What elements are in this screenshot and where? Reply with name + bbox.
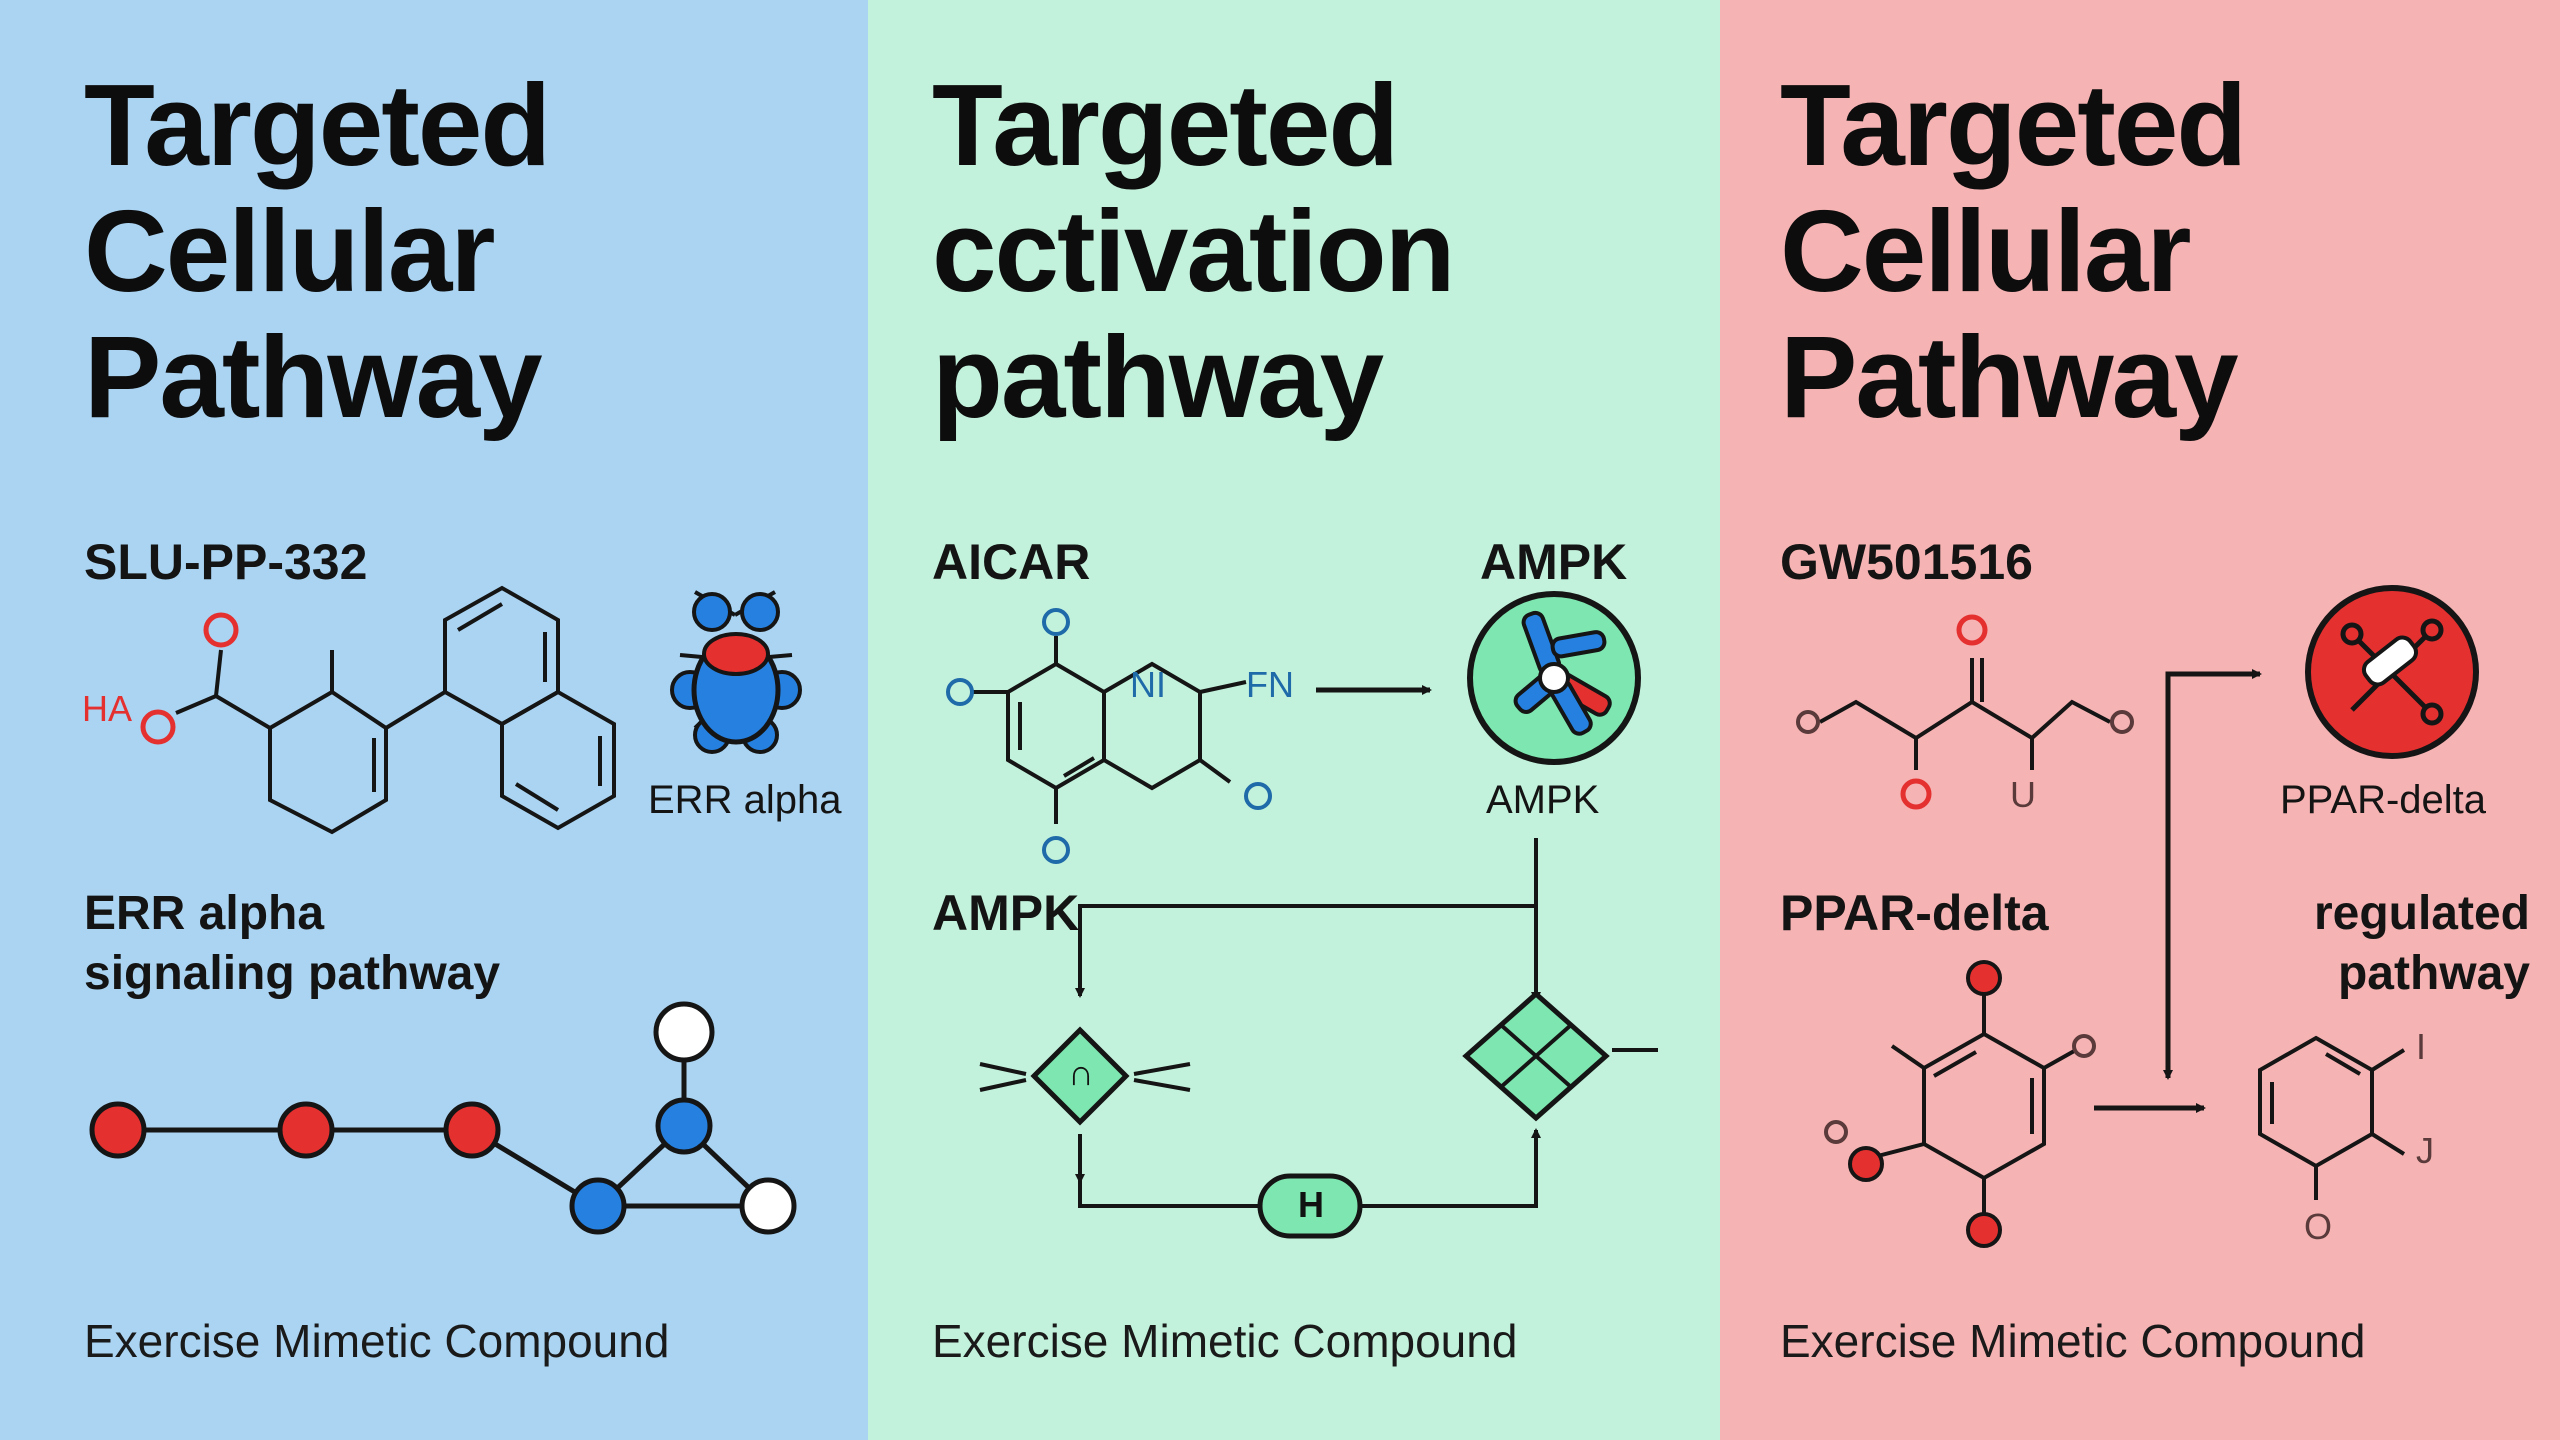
oxygen-atom	[1824, 1120, 1848, 1144]
pathway-node	[277, 1101, 335, 1159]
ampk-complex-icon	[1467, 591, 1641, 765]
gw501516-structure	[1796, 585, 2479, 1248]
gate-symbol: ∩	[1068, 1052, 1094, 1093]
pathway-node	[739, 1177, 797, 1235]
compound-name: GW501516	[1780, 534, 2033, 590]
pathway-node	[653, 1001, 715, 1063]
oxygen-atom	[140, 709, 176, 745]
oxygen-atom	[2110, 710, 2134, 734]
oxygen-atom	[1244, 782, 1272, 810]
aicar-structure	[946, 591, 1658, 1239]
atom-label-n: NI	[1130, 664, 1166, 705]
ampk-label-top: AMPK	[1480, 534, 1628, 590]
oxygen-atom	[946, 678, 974, 706]
panel-title: Targeted Cellular Pathway	[84, 60, 551, 442]
pathway-subtitle: ERR alpha signaling pathway	[84, 887, 501, 1000]
pathway-node	[655, 1097, 713, 1155]
flow-label: AMPK	[932, 885, 1080, 941]
compound-name: SLU-PP-332	[84, 534, 368, 590]
footer-caption: Exercise Mimetic Compound	[932, 1315, 1518, 1367]
oxygen-atom	[1848, 1146, 1884, 1182]
pathway-node	[89, 1101, 147, 1159]
compound-name: AICAR	[932, 534, 1091, 590]
panel-title: Targeted cctivation pathway	[932, 60, 1455, 442]
oxygen-atom	[203, 612, 239, 648]
gate-node	[1030, 1026, 1130, 1126]
pathway-node	[1257, 1173, 1363, 1239]
target-label: PPAR-delta	[2280, 778, 2487, 822]
protein-icon	[670, 590, 802, 754]
oxygen-atom	[1900, 778, 1932, 810]
ring-label-i: I	[2416, 1026, 2427, 1067]
atom-label-u: U	[2010, 774, 2036, 815]
oxygen-atom	[2072, 1034, 2096, 1058]
atom-label-ha: HA	[82, 688, 133, 729]
oxygen-atom	[1956, 614, 1988, 646]
panel-gw501516: Targeted Cellular Pathway GW501516	[1720, 0, 2560, 1440]
pathway-subtitle-right: regulated pathway	[2313, 887, 2530, 1000]
target-label: ERR alpha	[648, 778, 842, 822]
oxygen-atom	[1966, 960, 2002, 996]
pathway-subtitle-left: PPAR-delta	[1780, 885, 2049, 941]
pathway-node	[569, 1177, 627, 1235]
node-symbol: H	[1298, 1184, 1324, 1225]
ring-label-j: J	[2416, 1130, 2434, 1171]
atom-label-o: O	[2304, 1206, 2333, 1247]
pathway-node	[443, 1101, 501, 1159]
atom-label-fn: FN	[1246, 664, 1294, 705]
panel-title: Targeted Cellular Pathway	[1780, 60, 2247, 442]
footer-caption: Exercise Mimetic Compound	[84, 1315, 670, 1367]
panel-slu-pp-332: Targeted Cellular Pathway SLU-PP-332	[0, 0, 868, 1440]
footer-caption: Exercise Mimetic Compound	[1780, 1315, 2366, 1367]
oxygen-atom	[1042, 608, 1070, 636]
ppar-receptor-icon	[2305, 585, 2479, 759]
panel-aicar: Targeted cctivation pathway AICAR AMPK A…	[868, 0, 1720, 1440]
oxygen-atom	[1042, 836, 1070, 864]
oxygen-atom	[1966, 1212, 2002, 1248]
oxygen-atom	[1796, 710, 1820, 734]
ampk-label-bottom: AMPK	[1486, 778, 1600, 822]
slu-pp-332-structure	[89, 585, 802, 1235]
